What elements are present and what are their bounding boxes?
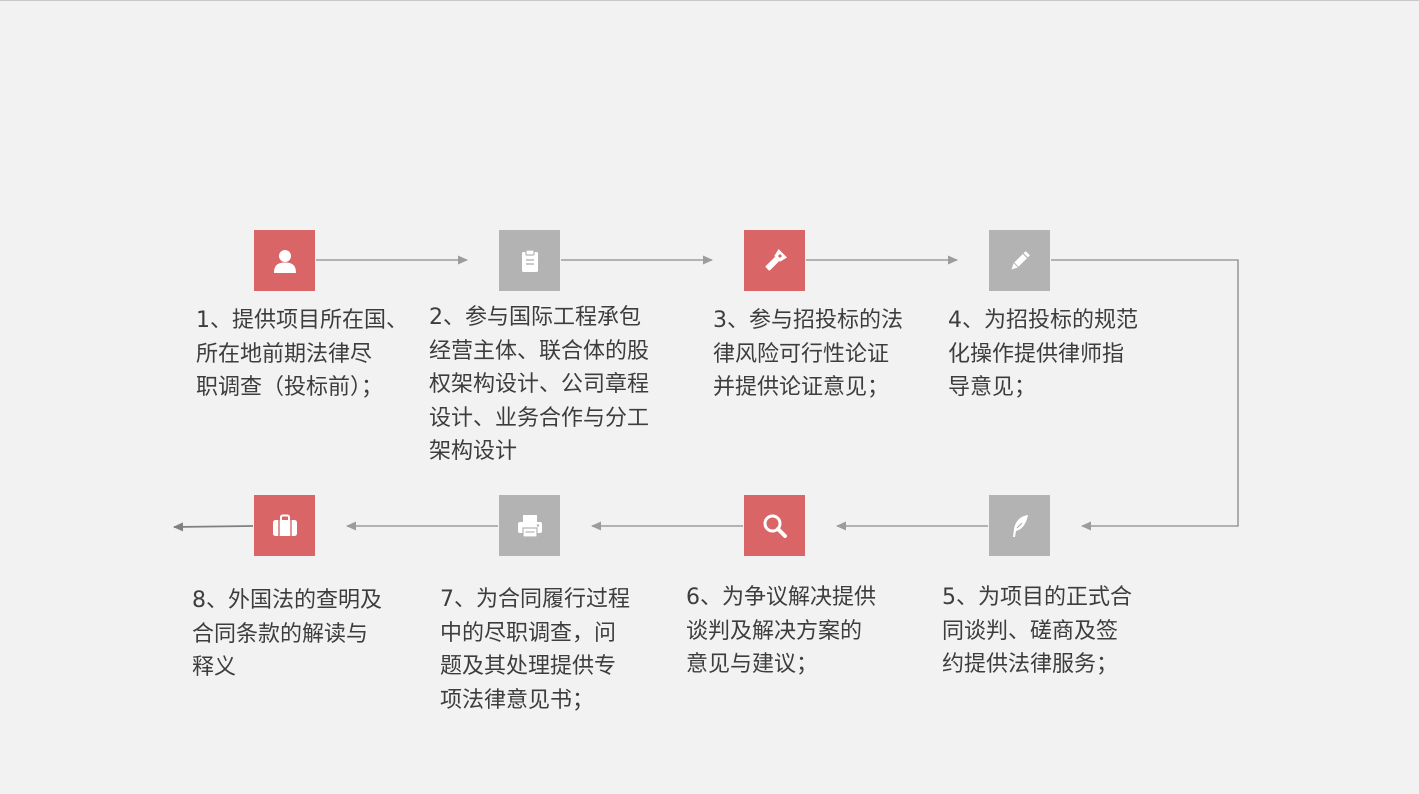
- printer-icon: [517, 514, 542, 538]
- step-6-box: [744, 495, 805, 556]
- quill-icon: [1012, 514, 1028, 537]
- arrow-4-to-5: [1051, 259, 1239, 531]
- step-4-box: [989, 230, 1050, 291]
- step-7-text: 7、为合同履行过程 中的尽职调查，问 题及其处理提供专 项法律意见书；: [440, 587, 630, 713]
- pencil-icon: [1011, 250, 1030, 269]
- step-7-box: [499, 495, 560, 556]
- step-4-text: 4、为招投标的规范 化操作提供律师指 导意见；: [948, 308, 1138, 400]
- step-8-box: [254, 495, 315, 556]
- step-5-box: [989, 495, 1050, 556]
- step-2-box: [499, 230, 560, 291]
- top-border: [0, 0, 1419, 1]
- step-5-text: 5、为项目的正式合 同谈判、磋商及签 约提供法律服务；: [942, 585, 1132, 677]
- step-6-text: 6、为争议解决提供 谈判及解决方案的 意见与建议；: [686, 585, 876, 677]
- step-1-box: [254, 230, 315, 291]
- step-1-text: 1、提供项目所在国、 所在地前期法律尽 职调查（投标前）；: [196, 308, 408, 400]
- step-8-text: 8、外国法的查明及 合同条款的解读与 释义: [192, 588, 382, 680]
- briefcase-icon: [272, 514, 297, 536]
- arrow-8-out: [173, 522, 254, 532]
- flashlight-icon: [765, 248, 787, 270]
- search-icon: [763, 514, 787, 538]
- step-2-text: 2、参与国际工程承包 经营主体、联合体的股 权架构设计、公司章程 设计、业务合作…: [429, 305, 650, 464]
- user-icon: [273, 249, 296, 273]
- step-3-box: [744, 230, 805, 291]
- clipboard-icon: [521, 248, 538, 272]
- step-3-text: 3、参与招投标的法 律风险可行性论证 并提供论证意见；: [713, 308, 903, 400]
